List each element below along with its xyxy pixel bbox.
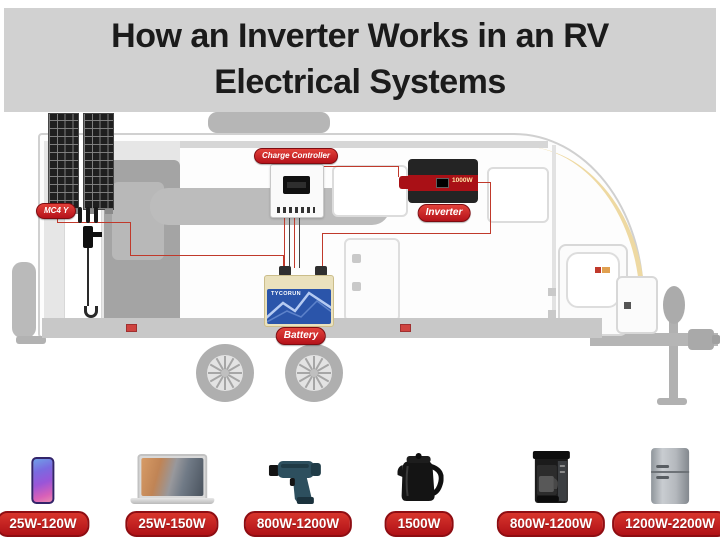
battery-label-panel (267, 289, 331, 324)
wire-segment (289, 214, 290, 268)
interior-cabinet (344, 238, 400, 322)
door-side-handle (548, 288, 556, 296)
trailer-ceiling (48, 141, 548, 148)
wire-segment (398, 166, 399, 177)
wattage-badge: 25W-150W (125, 511, 219, 537)
mc4-connector-icon (78, 207, 82, 223)
controller-terminal-strip (277, 207, 315, 213)
mc4-y-branch-icon (83, 226, 93, 248)
cabinet-handle (352, 282, 361, 291)
header: How an Inverter Works in an RV Electrica… (4, 8, 716, 112)
appliance-coffee-maker: 800W-1200W (496, 446, 606, 537)
wire-segment (299, 214, 300, 268)
rear-step (16, 336, 46, 344)
wheel (285, 344, 343, 402)
wattage-badge: 800W-1200W (496, 511, 606, 537)
compartment-latch (624, 302, 631, 309)
wheel (196, 344, 254, 402)
wire-segment (130, 255, 284, 256)
charge-controller-label: Charge Controller (253, 148, 339, 164)
page-title-line2: Electrical Systems (214, 63, 506, 101)
inverter-terminal (399, 176, 409, 189)
wattage-badge: 25W-120W (0, 511, 90, 537)
front-compartment-door (616, 276, 658, 334)
solar-panel-icon (83, 113, 114, 210)
page-title-line1: How an Inverter Works in an RV (111, 17, 609, 56)
roof-ac-unit (208, 112, 330, 133)
wattage-badge: 1500W (384, 511, 454, 537)
smartphone-icon (31, 457, 55, 504)
wire-segment (490, 182, 491, 233)
wire-segment (322, 233, 323, 268)
wattage-badge: 800W-1200W (243, 511, 353, 537)
rear-bumper (12, 262, 36, 338)
door-side-handle (548, 310, 556, 318)
controller-screen-text (287, 182, 306, 188)
appliance-laptop: 25W-150W (125, 446, 219, 537)
inverter-device-label: 1000W (452, 177, 473, 184)
marker-light-red (595, 267, 601, 273)
cabinet-handle (352, 254, 361, 263)
window-front (487, 167, 549, 223)
panel-foot (105, 209, 113, 214)
battery-terminal (315, 266, 327, 276)
skirt-marker-light (400, 324, 411, 332)
battery-terminal (279, 266, 291, 276)
panel-foot (87, 209, 95, 214)
appliance-smartphone: 25W-120W (0, 446, 90, 537)
mc4-cable (87, 248, 89, 306)
hitch-coupler (688, 329, 714, 350)
battery-brand-label: TYCORUN (271, 291, 301, 297)
entry-door-window (566, 252, 620, 308)
jack-post (669, 318, 678, 400)
refrigerator-icon (651, 448, 689, 504)
appliance-drill: 800W-1200W (243, 446, 353, 537)
wire-segment (294, 214, 295, 268)
wire-segment (130, 222, 131, 256)
wire-segment (322, 233, 491, 234)
wire-segment (283, 255, 284, 269)
mc4-cable-hook (84, 306, 98, 318)
hitch-tip (712, 335, 720, 344)
interior-divider (552, 145, 556, 320)
wire-segment (322, 166, 398, 167)
marker-light-amber (602, 267, 610, 273)
wire-segment (477, 182, 491, 183)
battery-label: Battery (275, 327, 327, 345)
skirt-marker-light (126, 324, 137, 332)
electric-kettle-icon (397, 453, 444, 501)
jack-handle-knob (663, 286, 685, 324)
solar-panel-icon (48, 113, 79, 210)
wattage-badge: 1200W-2200W (612, 511, 720, 537)
mc4-label: MC4 Y (36, 203, 77, 219)
mc4-connector-icon (94, 207, 98, 223)
mc4-side-tab (93, 232, 102, 237)
coffee-maker-icon (532, 451, 570, 503)
mc4-connector-icon (86, 207, 90, 223)
appliance-refrigerator: 1200W-2200W (612, 446, 720, 537)
window-mid (332, 165, 408, 217)
jack-foot (657, 398, 687, 405)
appliance-kettle: 1500W (384, 446, 454, 537)
battery-label-graphic (267, 291, 331, 323)
laptop-icon (130, 454, 214, 504)
tongue-bar (590, 333, 718, 346)
inverter-label: Inverter (417, 204, 471, 222)
inverter-display (436, 178, 449, 188)
power-drill-icon (268, 461, 321, 504)
wire-segment (284, 214, 285, 268)
